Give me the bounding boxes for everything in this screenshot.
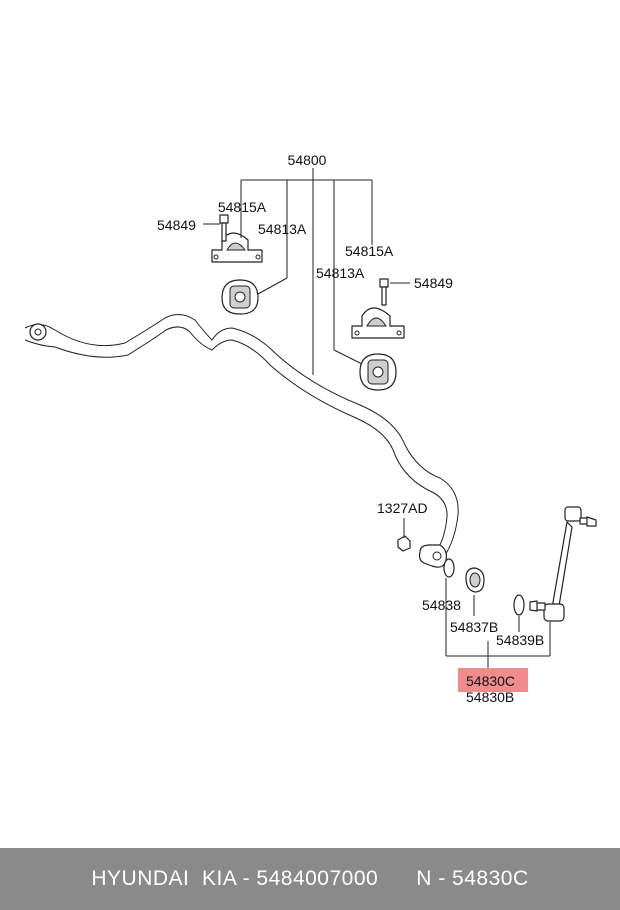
label-54838: 54838 (422, 597, 461, 613)
bolt-left (219, 214, 229, 242)
bracket-left (211, 232, 263, 263)
label-1327ad: 1327AD (377, 500, 428, 516)
stabilizer-link (529, 506, 597, 622)
label-54830c: 54830C (466, 673, 515, 689)
footer-brand: HYUNDAI KIA - (91, 867, 257, 890)
stabilizer-bar (24, 314, 459, 556)
washer-54838 (443, 558, 455, 578)
parts-diagram: 54800 54815A 54849 54813A 54815A 54813A … (24, 152, 597, 705)
nut-1327ad (397, 535, 411, 552)
label-54837b: 54837B (450, 619, 498, 635)
footer-spacer (378, 867, 416, 891)
label-54839b: 54839B (496, 632, 544, 648)
leader-lines (203, 168, 551, 668)
label-54813a-left: 54813A (258, 221, 307, 237)
bar-end-eye (418, 544, 447, 568)
bracket-right (351, 307, 405, 339)
bushing-right (359, 353, 397, 391)
footer-ref: N - 54830C (416, 867, 529, 890)
label-54815a-right: 54815A (345, 243, 394, 259)
highlight-box (458, 668, 528, 692)
bushing-54837b (465, 567, 485, 593)
label-54813a-right: 54813A (316, 265, 365, 281)
bolt-right (379, 278, 389, 306)
label-54849-right: 54849 (414, 275, 453, 291)
footer-part-number: 5484007000 (256, 867, 379, 890)
bushing-left (221, 279, 259, 315)
label-54815a-left: 54815A (218, 199, 267, 215)
label-54849-left: 54849 (157, 217, 196, 233)
footer-bar: HYUNDAI KIA - 5484007000 N - 54830C (0, 848, 620, 910)
ring-54839b (513, 594, 525, 616)
label-54800: 54800 (288, 152, 327, 168)
label-54830b: 54830B (466, 689, 514, 705)
